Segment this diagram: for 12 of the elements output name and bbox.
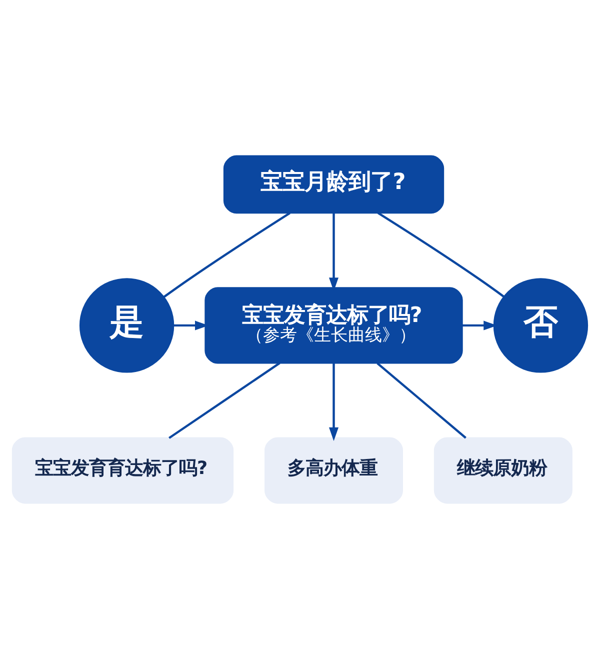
connector bbox=[168, 362, 280, 439]
arrow bbox=[328, 363, 339, 441]
node-circle: 否 bbox=[493, 278, 588, 373]
connector bbox=[376, 362, 466, 439]
node-box: 继续原奶粉 bbox=[434, 437, 572, 504]
node-box: 宝宝发育育达标了吗? bbox=[12, 437, 234, 504]
node-box: 宝宝月龄到了? bbox=[223, 155, 444, 214]
node-box: 宝宝发育达标了吗? （参考《生长曲线》） bbox=[204, 287, 463, 364]
node-circle: 是 bbox=[79, 278, 174, 373]
connector bbox=[377, 212, 504, 298]
connector bbox=[163, 212, 290, 298]
node-box: 多高办体重 bbox=[264, 437, 403, 504]
